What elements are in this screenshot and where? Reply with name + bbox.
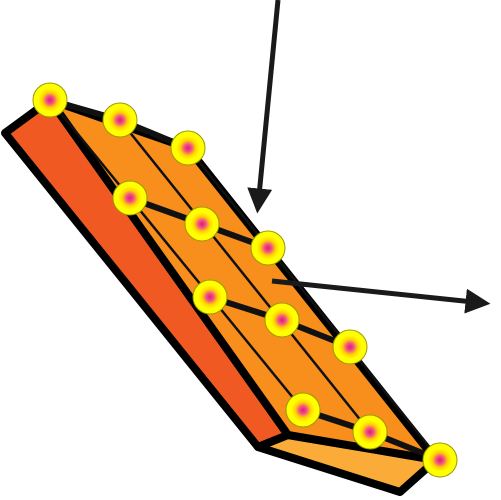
atom-icon xyxy=(170,130,206,166)
arrow-down-icon xyxy=(247,0,281,214)
atom-icon xyxy=(32,82,68,118)
arrow-right-icon xyxy=(271,278,491,314)
atom-icon xyxy=(112,180,148,216)
atom-icon xyxy=(285,392,321,428)
atom-icon xyxy=(422,442,458,478)
lattice-lines xyxy=(49,99,441,461)
atom-icon xyxy=(192,279,228,315)
atom-icon xyxy=(332,329,368,365)
atom-icon xyxy=(102,102,138,138)
atom-icon xyxy=(250,230,286,266)
atom-icon xyxy=(352,414,388,450)
atoms xyxy=(32,82,458,478)
atom-icon xyxy=(184,206,220,242)
atom-icon xyxy=(264,302,300,338)
